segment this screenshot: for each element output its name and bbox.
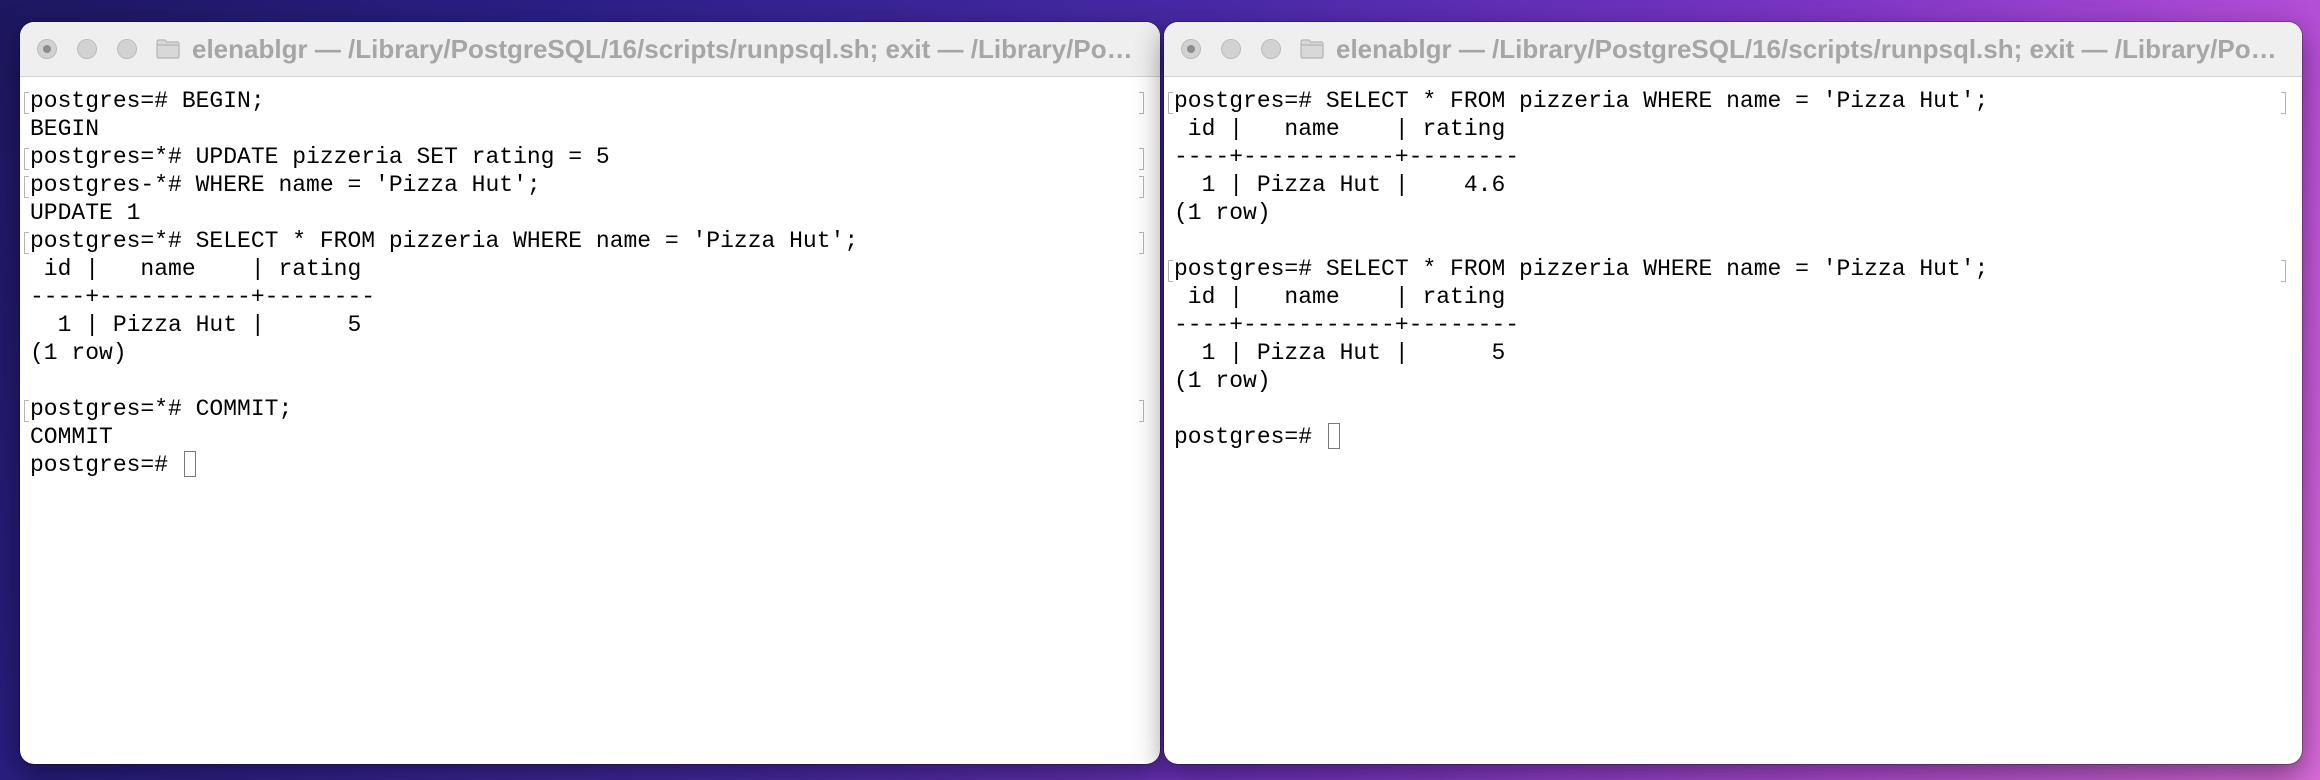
title-bar[interactable]: elenablgr — /Library/PostgreSQL/16/scrip…: [1164, 22, 2302, 77]
terminal-line: 1 | Pizza Hut | 4.6: [1174, 172, 1506, 198]
folder-icon: [1300, 39, 1324, 59]
terminal-line: (1 row): [30, 340, 127, 366]
window-controls: [1181, 39, 1281, 59]
prompt-line[interactable]: postgres=#: [1174, 423, 2302, 451]
zoom-button[interactable]: [117, 39, 137, 59]
terminal-line: (1 row): [1174, 368, 1271, 394]
prompt-line[interactable]: postgres=#: [30, 451, 1160, 479]
terminal-line: 1 | Pizza Hut | 5: [1174, 340, 1506, 366]
terminal-line: [30, 367, 1160, 395]
terminal-line: ----+-----------+--------: [1174, 312, 1520, 338]
terminal-line: postgres=*# SELECT * FROM pizzeria WHERE…: [24, 227, 1160, 255]
terminal-line: BEGIN: [30, 116, 100, 142]
folder-icon: [156, 39, 180, 59]
minimize-button[interactable]: [77, 39, 97, 59]
terminal-content[interactable]: postgres=# SELECT * FROM pizzeria WHERE …: [1164, 77, 2302, 451]
terminal-line: id | name | rating: [30, 256, 376, 282]
terminal-line: postgres=*# COMMIT;: [24, 395, 1160, 423]
close-button[interactable]: [37, 39, 57, 59]
terminal-line: postgres=# SELECT * FROM pizzeria WHERE …: [1168, 255, 2302, 283]
terminal-line: [1174, 395, 2302, 423]
terminal-line: COMMIT: [30, 424, 113, 450]
terminal-window-right[interactable]: elenablgr — /Library/PostgreSQL/16/scrip…: [1164, 22, 2302, 764]
window-title: elenablgr — /Library/PostgreSQL/16/scrip…: [192, 33, 1160, 64]
zoom-button[interactable]: [1261, 39, 1281, 59]
terminal-line: postgres=# SELECT * FROM pizzeria WHERE …: [1168, 87, 2302, 115]
title-bar[interactable]: elenablgr — /Library/PostgreSQL/16/scrip…: [20, 22, 1160, 77]
terminal-line: 1 | Pizza Hut | 5: [30, 312, 362, 338]
minimize-button[interactable]: [1221, 39, 1241, 59]
terminal-line: postgres=# BEGIN;: [24, 87, 1160, 115]
terminal-line: (1 row): [1174, 200, 1271, 226]
terminal-line: ----+-----------+--------: [30, 284, 376, 310]
terminal-content[interactable]: postgres=# BEGIN; BEGIN postgres=*# UPDA…: [20, 77, 1160, 479]
text-cursor: [183, 451, 196, 477]
terminal-line: UPDATE 1: [30, 200, 141, 226]
text-cursor: [1327, 423, 1340, 449]
terminal-line: id | name | rating: [1174, 116, 1520, 142]
terminal-line: [1174, 227, 2302, 255]
terminal-line: ----+-----------+--------: [1174, 144, 1520, 170]
window-title: elenablgr — /Library/PostgreSQL/16/scrip…: [1336, 33, 2302, 64]
terminal-line: postgres=*# UPDATE pizzeria SET rating =…: [24, 143, 1160, 171]
terminal-line: postgres-*# WHERE name = 'Pizza Hut';: [24, 171, 1160, 199]
close-button[interactable]: [1181, 39, 1201, 59]
prompt: postgres=#: [30, 452, 182, 478]
terminal-window-left[interactable]: elenablgr — /Library/PostgreSQL/16/scrip…: [20, 22, 1160, 764]
terminal-line: id | name | rating: [1174, 284, 1520, 310]
window-controls: [37, 39, 137, 59]
prompt: postgres=#: [1174, 424, 1326, 450]
